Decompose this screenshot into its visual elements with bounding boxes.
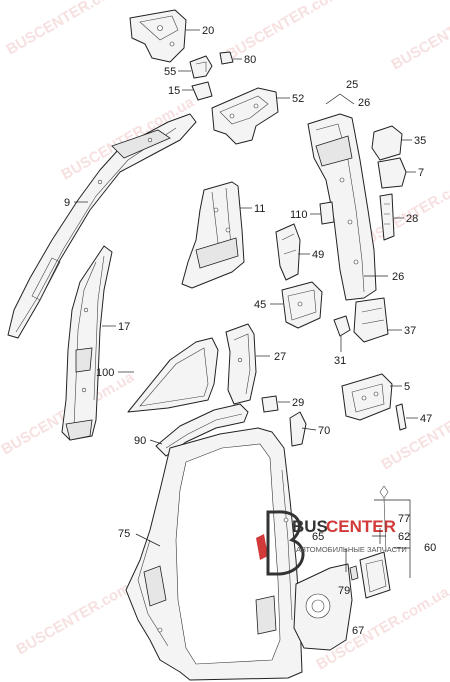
callout-5: 5 [404, 381, 410, 393]
callout-28: 28 [406, 213, 418, 225]
callout-26: 26 [392, 271, 404, 283]
part-60 [293, 485, 411, 651]
watermark-text: BUSCENTER.com.ua [389, 0, 450, 73]
callout-67: 67 [352, 625, 364, 637]
part-100 [118, 337, 219, 413]
callout-9: 9 [64, 197, 70, 209]
part-45 [270, 281, 323, 329]
callout-80: 80 [244, 54, 256, 66]
part-37 [353, 297, 402, 343]
part-11 [181, 181, 252, 289]
part-35 [371, 125, 412, 161]
callout-110: 110 [290, 209, 308, 221]
callout-62: 62 [398, 531, 410, 543]
part-29 [261, 395, 290, 413]
callout-79: 79 [338, 585, 350, 597]
callout-7: 7 [418, 167, 424, 179]
callout-25: 25 [346, 79, 358, 91]
part-9 [7, 113, 197, 339]
callout-100: 100 [96, 367, 114, 379]
callout-26: 26 [358, 97, 370, 109]
part-52 [211, 87, 290, 145]
callout-15: 15 [168, 85, 180, 97]
callout-55: 55 [164, 66, 176, 78]
part-5 [341, 373, 402, 421]
logo-name-part1: BUS [292, 517, 328, 536]
part-15 [182, 81, 213, 101]
watermark-text: BUSCENTER.com.ua [4, 0, 143, 58]
logo-tagline: АВТОМОБИЛЬНЫЕ ЗАПЧАСТИ [296, 545, 407, 554]
part-49 [275, 223, 310, 281]
callout-17: 17 [118, 321, 130, 333]
part-31 [333, 315, 351, 352]
callout-labels: 20 80 55 15 52 25 26 35 7 9 11 110 28 49… [64, 25, 436, 637]
callout-11: 11 [254, 203, 265, 215]
part-7 [377, 157, 416, 189]
callout-35: 35 [414, 135, 426, 147]
logo-mark-b [266, 510, 305, 576]
callout-27: 27 [274, 351, 286, 363]
callout-77: 77 [398, 513, 410, 525]
callout-20: 20 [202, 25, 214, 37]
callout-75: 75 [118, 528, 130, 540]
logo-name-part2: CENTER [326, 517, 396, 536]
part-20 [129, 9, 200, 63]
logo: BUS CENTER АВТОМОБИЛЬНЫЕ ЗАПЧАСТИ [256, 510, 407, 576]
callout-31: 31 [334, 355, 346, 367]
callout-70: 70 [318, 425, 330, 437]
logo-mark-red [256, 534, 268, 560]
callout-45: 45 [254, 299, 266, 311]
callout-52: 52 [292, 93, 304, 105]
part-27 [225, 323, 270, 405]
callout-49: 49 [312, 249, 324, 261]
part-26-pillar [307, 93, 388, 301]
part-75 [125, 427, 303, 681]
callout-60: 60 [424, 542, 436, 554]
callout-65: 65 [312, 531, 324, 543]
part-28 [379, 193, 404, 241]
callout-37: 37 [404, 325, 416, 337]
callout-90: 90 [134, 435, 146, 447]
part-110 [310, 201, 335, 225]
part-17 [61, 245, 116, 441]
callout-47: 47 [420, 413, 432, 425]
callout-29: 29 [292, 397, 304, 409]
part-80 [219, 51, 242, 65]
part-47 [395, 403, 418, 431]
part-55 [178, 55, 213, 79]
part-70 [289, 411, 317, 447]
